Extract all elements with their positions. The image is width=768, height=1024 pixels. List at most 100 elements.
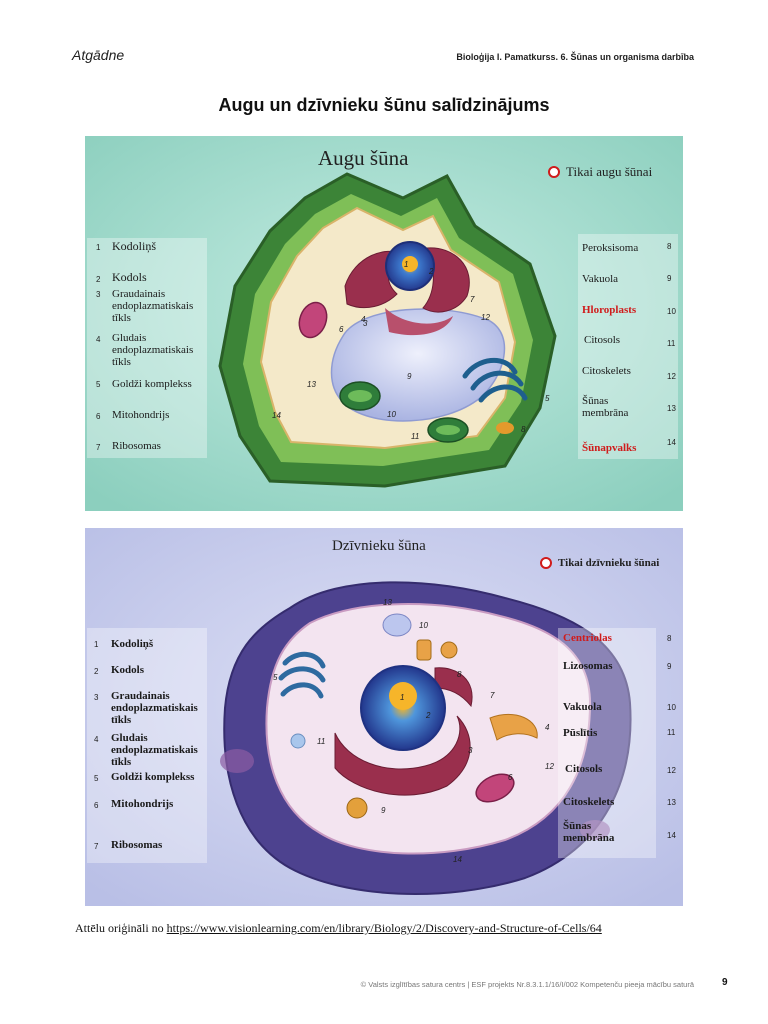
plant-right-label-11: Citosols xyxy=(584,334,621,346)
animal-left-num-7: 7 xyxy=(94,842,99,851)
svg-text:7: 7 xyxy=(470,295,475,304)
svg-text:3: 3 xyxy=(363,319,368,328)
plant-right-num-9: 9 xyxy=(667,274,672,283)
animal-cell-title: Dzīvnieku šūna xyxy=(332,538,426,554)
plant-left-num-2: 2 xyxy=(96,275,101,284)
svg-text:4: 4 xyxy=(545,723,550,732)
svg-text:12: 12 xyxy=(545,762,554,771)
plant-right-label-8: Peroksisoma xyxy=(582,242,639,254)
svg-text:6: 6 xyxy=(339,325,344,334)
credit-link[interactable]: https://www.visionlearning.com/en/librar… xyxy=(166,921,602,935)
svg-text:8: 8 xyxy=(521,425,526,434)
svg-text:10: 10 xyxy=(419,621,428,630)
plant-left-label-7: Ribosomas xyxy=(112,440,161,452)
animal-left-label-7: Ribosomas xyxy=(111,839,163,851)
animal-right-label-13: Citoskelets xyxy=(563,796,615,808)
plant-left-num-4: 4 xyxy=(96,335,101,344)
svg-text:8: 8 xyxy=(457,670,462,679)
plant-right-num-10: 10 xyxy=(667,307,676,316)
plant-left-num-3: 3 xyxy=(96,290,101,299)
animal-right-label-12: Citosols xyxy=(565,763,603,775)
svg-text:13: 13 xyxy=(307,380,316,389)
plant-left-label-3: Graudainais endoplazmatiskais tīkls xyxy=(112,288,194,324)
red-circle-icon xyxy=(540,557,552,569)
animal-left-label-3: Graudainais endoplazmatiskais tīkls xyxy=(111,690,198,726)
header-course-title: Bioloģija I. Pamatkurss. 6. Šūnas un org… xyxy=(456,52,694,62)
header-section-label: Atgādne xyxy=(72,47,125,63)
plant-left-num-7: 7 xyxy=(96,443,101,452)
animal-left-num-1: 1 xyxy=(94,640,99,649)
plant-right-num-12: 12 xyxy=(667,372,676,381)
plant-left-label-1: Kodoliņš xyxy=(112,239,157,253)
animal-left-num-2: 2 xyxy=(94,667,99,676)
animal-right-label-8: Centriolas xyxy=(563,632,612,644)
svg-text:12: 12 xyxy=(481,313,490,322)
plant-right-label-14: Šūnapvalks xyxy=(582,442,637,454)
animal-left-label-6: Mitohondrijs xyxy=(111,798,174,810)
animal-left-label-5: Goldži komplekss xyxy=(111,771,195,783)
plant-right-label-9: Vakuola xyxy=(582,273,619,285)
image-credit: Attēlu oriģināli no https://www.visionle… xyxy=(75,921,602,936)
plant-right-label-10: Hloroplasts xyxy=(582,304,637,316)
animal-left-label-4: Gludais endoplazmatiskais tīkls xyxy=(111,732,198,768)
animal-right-num-10: 10 xyxy=(667,703,676,712)
plant-right-num-14: 14 xyxy=(667,438,676,447)
animal-right-label-box xyxy=(558,628,656,858)
plant-left-label-6: Mitohondrijs xyxy=(112,409,170,421)
animal-legend: Tikai dzīvnieku šūnai xyxy=(540,557,659,569)
animal-left-label-box xyxy=(87,628,207,863)
animal-left-num-6: 6 xyxy=(94,801,99,810)
animal-right-num-13: 13 xyxy=(667,798,676,807)
svg-text:1: 1 xyxy=(400,693,404,702)
plant-right-num-8: 8 xyxy=(667,242,672,251)
plant-right-label-13: Šūnas membrāna xyxy=(582,395,629,419)
animal-right-label-14: Šūnas membrāna xyxy=(563,820,615,844)
animal-legend-text: Tikai dzīvnieku šūnai xyxy=(558,557,660,569)
animal-right-num-8: 8 xyxy=(667,634,672,643)
plant-left-num-1: 1 xyxy=(96,243,101,252)
svg-text:4: 4 xyxy=(361,315,366,324)
svg-text:7: 7 xyxy=(490,691,495,700)
page-number: 9 xyxy=(722,977,728,988)
animal-right-label-10: Vakuola xyxy=(563,701,602,713)
plant-left-label-4: Gludais endoplazmatiskais tīkls xyxy=(112,332,194,368)
plant-legend: Tikai augu šūnai xyxy=(548,164,652,180)
svg-text:11: 11 xyxy=(411,432,419,441)
animal-right-num-12: 12 xyxy=(667,766,676,775)
svg-text:9: 9 xyxy=(381,806,386,815)
svg-text:2: 2 xyxy=(428,267,434,276)
animal-left-num-4: 4 xyxy=(94,735,99,744)
svg-text:1: 1 xyxy=(404,260,408,269)
plant-left-label-box xyxy=(87,238,207,458)
plant-right-num-13: 13 xyxy=(667,404,676,413)
animal-left-num-3: 3 xyxy=(94,693,99,702)
svg-text:11: 11 xyxy=(317,737,325,746)
animal-left-label-2: Kodols xyxy=(111,664,145,676)
svg-text:5: 5 xyxy=(273,673,278,682)
plant-left-num-6: 6 xyxy=(96,412,101,421)
svg-text:14: 14 xyxy=(453,855,462,864)
plant-right-label-12: Citoskelets xyxy=(582,365,631,377)
page-title: Augu un dzīvnieku šūnu salīdzinājums xyxy=(218,95,550,115)
svg-text:14: 14 xyxy=(272,411,281,420)
svg-text:5: 5 xyxy=(545,394,550,403)
animal-left-label-1: Kodoliņš xyxy=(111,638,154,650)
animal-right-num-11: 11 xyxy=(667,728,676,737)
plant-left-label-2: Kodols xyxy=(112,270,147,284)
animal-right-label-11: Pūslītis xyxy=(563,727,598,739)
svg-text:6: 6 xyxy=(508,773,513,782)
footer-copyright: © Valsts izglītības satura centrs | ESF … xyxy=(360,980,694,989)
plant-cell-title: Augu šūna xyxy=(318,146,409,170)
plant-right-num-11: 11 xyxy=(667,339,676,348)
animal-left-num-5: 5 xyxy=(94,774,99,783)
animal-right-label-9: Lizosomas xyxy=(563,660,613,672)
animal-right-num-9: 9 xyxy=(667,662,672,671)
animal-right-num-14: 14 xyxy=(667,831,676,840)
plant-left-num-5: 5 xyxy=(96,380,101,389)
svg-text:3: 3 xyxy=(468,746,473,755)
svg-text:13: 13 xyxy=(383,598,392,607)
